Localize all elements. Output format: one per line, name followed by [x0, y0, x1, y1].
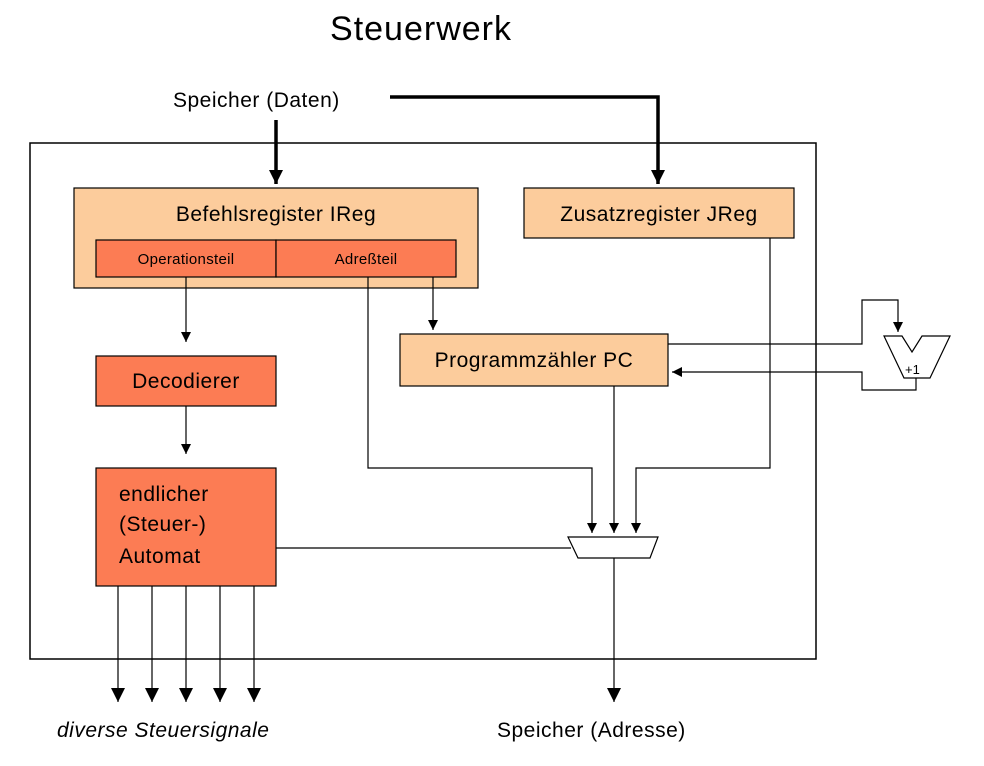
incrementer-to-pc-arrow [672, 367, 917, 391]
instruction-register-label: Befehlsregister IReg [175, 203, 377, 226]
multiplexer-shape [567, 536, 659, 559]
diagram-title: Steuerwerk [330, 10, 512, 48]
address-to-mux-arrow [367, 277, 597, 533]
automaton-label-line-2: (Steuer-) [119, 513, 207, 536]
extra-register-label: Zusatzregister JReg [560, 203, 758, 226]
address-field-label: Adreßteil [334, 251, 398, 268]
control-unit-frame [29, 142, 817, 660]
memory-address-label: Speicher (Adresse) [497, 719, 686, 742]
control-signals-label: diverse Steuersignale [57, 719, 270, 742]
automaton-label-line-1: endlicher [119, 483, 209, 506]
jreg-to-mux-arrow [631, 238, 771, 533]
incrementer-shape [883, 335, 951, 379]
automaton-box [95, 467, 277, 587]
program-counter-label: Programmzähler PC [434, 349, 634, 372]
address-field-box [275, 239, 457, 278]
decoder-label: Decodierer [132, 370, 240, 393]
pc-to-incrementer-line [668, 299, 903, 345]
decoder-box [95, 355, 277, 407]
opcode-field-label: Operationsteil [137, 251, 235, 268]
extra-register-box [523, 187, 795, 239]
memory-data-label: Speicher (Daten) [173, 89, 340, 112]
memory-data-line-to-jreg [390, 95, 665, 184]
automaton-label-line-3: Automat [119, 545, 201, 568]
opcode-field-box [95, 239, 277, 278]
incrementer-label: +1 [905, 362, 920, 377]
program-counter-box [399, 333, 669, 387]
